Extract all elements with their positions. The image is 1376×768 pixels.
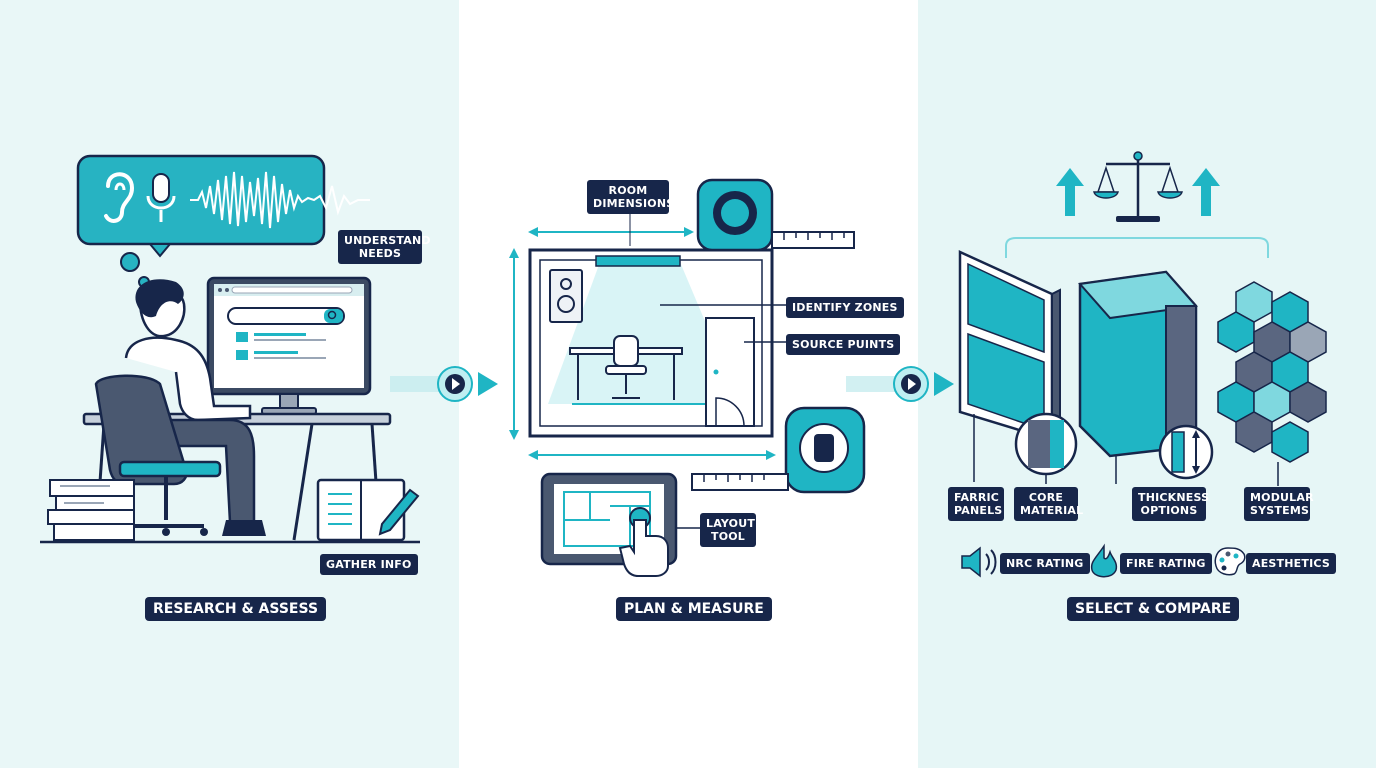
label-thickness-options: THICKNESS OPTIONS: [1132, 487, 1209, 521]
step-title-select: SELECT & COMPARE: [1067, 597, 1240, 621]
label-source-points: SOURCE PUINTS: [786, 334, 901, 355]
arrow-up-icon: [1056, 168, 1220, 216]
palette-icon: [1214, 547, 1246, 576]
arrow-right-icon: [846, 366, 954, 402]
label-room-dimensions: ROOM DIMENSIONS: [587, 180, 674, 214]
notebook-icon: [316, 478, 406, 542]
label-layout-tool: LAYOUT TOOL: [700, 513, 756, 547]
ear-icon: [104, 172, 135, 223]
hand-pointer-icon: [618, 519, 669, 577]
pencil-icon: [378, 488, 420, 536]
step-title-plan: PLAN & MEASURE: [616, 597, 772, 621]
desk-chair-icon: [569, 335, 683, 400]
volume-icon: [961, 546, 997, 578]
tape-measure-icon: [696, 178, 855, 252]
core-material-icon: [1014, 412, 1078, 484]
fabric-panel-icon: [958, 250, 1061, 482]
label-nrc-rating: NRC RATING: [1000, 553, 1090, 574]
label-understand-needs: UNDERSTAND NEEDS: [338, 230, 430, 264]
chair-icon: [94, 374, 222, 536]
room-dimension-lines: [509, 227, 776, 460]
microphone-icon: [146, 173, 176, 222]
label-identify-zones: IDENTIFY ZONES: [786, 297, 904, 318]
label-fabric-panels: FARRIC PANELS: [948, 487, 1004, 521]
door-icon: [705, 317, 755, 427]
room-floorplan: [528, 248, 774, 438]
ruler-thickness-icon: [1158, 424, 1214, 480]
balance-scale-icon: [1093, 151, 1183, 222]
speaker-icon: [549, 269, 583, 323]
paper-stack: [47, 479, 135, 541]
label-core-material: CORE MATERIAL: [1014, 487, 1083, 521]
label-aesthetics: AESTHETICS: [1246, 553, 1336, 574]
label-gather-info: GATHER INFO: [320, 554, 418, 575]
flame-icon: [1090, 543, 1118, 578]
tape-measure-icon: [691, 406, 866, 494]
thick-panel-icon: [1078, 270, 1198, 484]
search-icon: [327, 310, 337, 320]
hexagon-modules-icon: [1217, 281, 1327, 486]
bracket-connector: [1005, 237, 1269, 258]
step-title-research: RESEARCH & ASSESS: [145, 597, 327, 621]
sound-wave-icon: [190, 171, 370, 229]
computer-monitor-icon: [206, 276, 372, 415]
arrow-right-icon: [390, 366, 498, 402]
label-fire-rating: FIRE RATING: [1120, 553, 1212, 574]
label-modular-systems: MODULAR SYSTEMS: [1244, 487, 1314, 521]
